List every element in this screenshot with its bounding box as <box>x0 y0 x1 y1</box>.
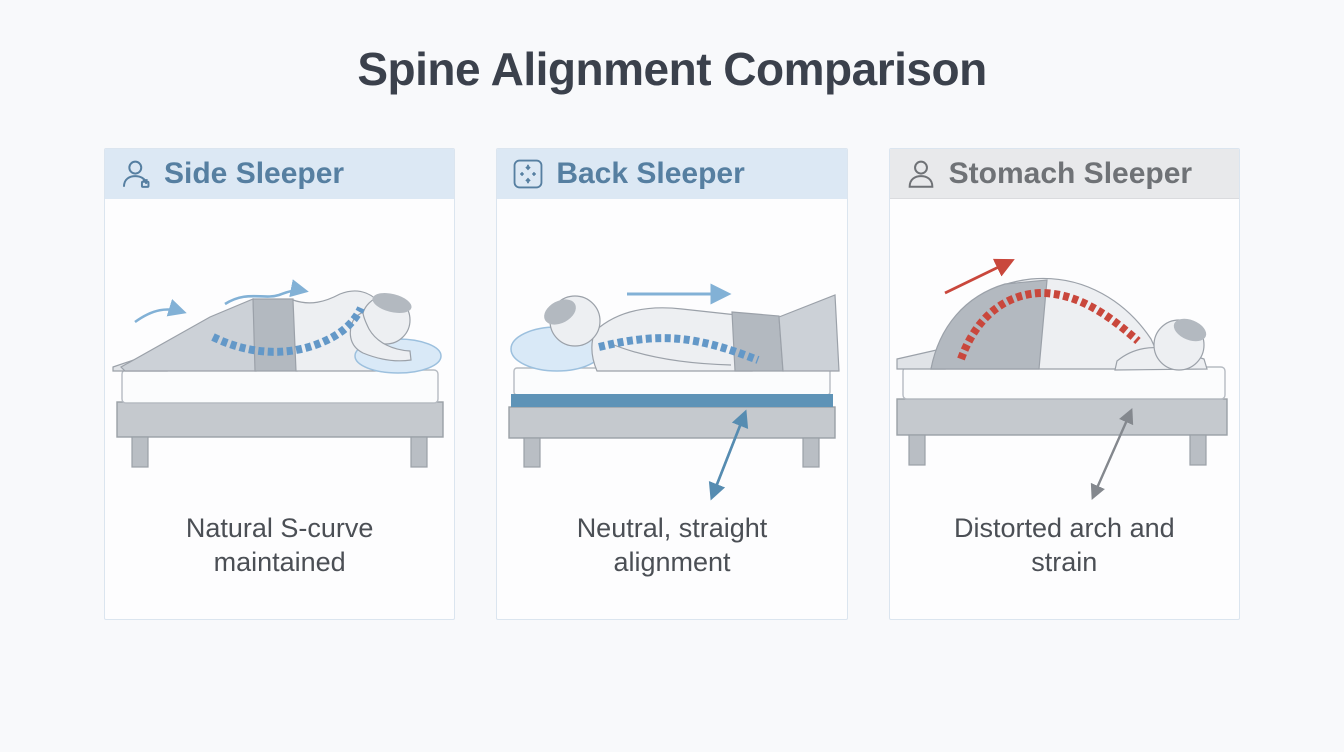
spine-s-curve <box>210 306 365 356</box>
spine-neutral <box>598 334 760 364</box>
panel-header: Back Sleeper <box>497 149 847 199</box>
bed-leg <box>908 434 926 466</box>
bed-frame <box>896 398 1229 436</box>
bed-leg <box>523 437 541 468</box>
panel-header: Side Sleeper <box>105 149 455 199</box>
hips <box>252 298 298 372</box>
panel-caption: Natural S-curve maintained <box>185 513 374 578</box>
strain-arrow <box>944 258 1016 295</box>
hair <box>544 299 576 325</box>
panel-title: Side Sleeper <box>164 157 345 190</box>
hair <box>372 293 412 313</box>
bed-leg <box>131 436 149 468</box>
arm <box>608 342 732 366</box>
torso <box>591 307 753 372</box>
arm <box>349 310 412 362</box>
bed-frame <box>115 401 444 438</box>
airflow-arrow <box>133 299 187 324</box>
panel-title: Back Sleeper <box>556 157 745 190</box>
mattress <box>902 366 1227 400</box>
legs <box>778 294 840 372</box>
page-title: Spine Alignment Comparison <box>357 43 987 95</box>
panel-side-sleeper: Side Sleeper <box>104 148 456 620</box>
panel-stomach-sleeper: Stomach Sleeper <box>888 148 1240 620</box>
mattress-support-layer <box>511 394 833 407</box>
side-sleeper-illustration <box>112 279 444 468</box>
hips <box>731 311 784 372</box>
stomach-sleeper-illustration <box>896 258 1229 501</box>
align-center-icon <box>511 157 545 191</box>
bed-frame <box>508 406 836 439</box>
support-pointer-arrow <box>710 409 749 498</box>
airflow-arrow <box>223 279 309 306</box>
mattress <box>513 367 831 396</box>
hips-legs <box>930 279 1048 370</box>
panel-caption: Distorted arch and strain <box>954 513 1175 578</box>
bed-leg <box>410 436 428 468</box>
mattress <box>120 369 439 404</box>
bed-leg <box>802 437 820 468</box>
panel-title: Stomach Sleeper <box>948 156 1193 190</box>
spine-distorted <box>957 288 1141 361</box>
legs <box>119 298 257 372</box>
panel-back-sleeper: Back Sleeper <box>496 148 848 620</box>
panel-caption: Neutral, straight alignment <box>576 513 768 578</box>
panel-header: Stomach Sleeper <box>889 149 1239 199</box>
hair <box>1174 318 1207 342</box>
bed-leg <box>1189 434 1207 466</box>
frame-pointer-arrow <box>1092 407 1134 498</box>
back-sleeper-illustration <box>508 283 840 501</box>
comparison-panels: Side Sleeper <box>104 148 1240 620</box>
person-icon <box>904 157 938 191</box>
person-icon <box>119 157 153 191</box>
